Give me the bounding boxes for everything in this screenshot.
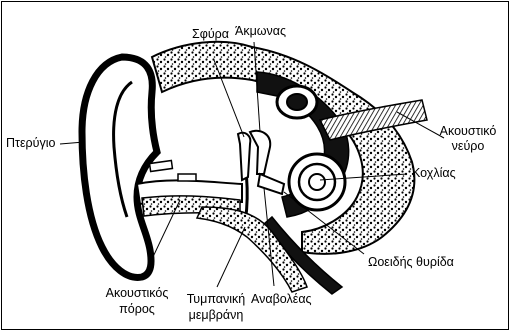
- cochlea-inner: [309, 174, 325, 190]
- label-tympaniki-2: μεμβράνη: [189, 308, 244, 322]
- label-akoustikos-poros-1: Ακουστικός: [106, 286, 169, 300]
- label-akoustiko-neyro-1: Ακουστικό: [440, 124, 497, 138]
- pinna: [82, 57, 157, 277]
- canal-cartilage-piece-2: [178, 174, 196, 181]
- canal-cartilage-piece-1: [150, 161, 173, 172]
- label-akoustiko-neyro-2: νεύρο: [452, 139, 485, 153]
- label-kochlias: Κοχλίας: [412, 166, 456, 180]
- label-tympaniki-1: Τυμπανική: [187, 292, 246, 306]
- label-oeidis-thyrida: Ωοειδής θυρίδα: [368, 255, 454, 269]
- incus: [250, 131, 270, 174]
- label-sfyra: Σφύρα: [192, 27, 229, 41]
- label-akoustikos-poros-2: πόρος: [119, 302, 155, 316]
- label-akmonas: Άκμωνας: [235, 24, 286, 38]
- leader-tympaniki: [217, 227, 245, 287]
- label-pterygio: Πτερύγιο: [6, 136, 55, 150]
- label-anavoleas: Αναβολέας: [251, 292, 312, 306]
- stapes: [258, 174, 284, 194]
- malleus: [238, 133, 250, 180]
- temporal-bone: [152, 42, 414, 254]
- semicircular-canal-2: [287, 94, 307, 110]
